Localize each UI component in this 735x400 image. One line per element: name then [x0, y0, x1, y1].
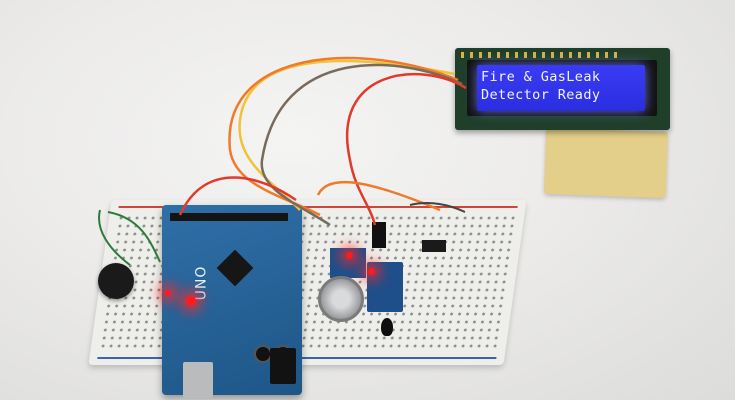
flame-sensor-led	[368, 268, 375, 275]
wire-gray	[260, 63, 463, 227]
usb-port	[183, 362, 213, 398]
lcd-line-1: Fire & GasLeak	[481, 69, 601, 85]
lcd-pin-header	[461, 52, 621, 58]
buzzer	[98, 263, 134, 299]
wire-red	[346, 72, 467, 226]
wire-red-short	[178, 176, 297, 216]
lcd-module: Fire & GasLeak Detector Ready	[455, 48, 670, 130]
wire-orange-short	[316, 180, 441, 212]
power-jack	[270, 348, 296, 384]
flame-sensor-diode	[381, 318, 393, 336]
pin-header	[372, 222, 386, 248]
wire-orange	[228, 56, 459, 217]
arduino-led	[165, 290, 171, 296]
temperature-sensor	[422, 240, 446, 252]
wire-black	[409, 202, 466, 213]
arduino-power-led	[186, 296, 196, 306]
gas-sensor-led	[346, 252, 353, 259]
lcd-screen: Fire & GasLeak Detector Ready	[477, 65, 645, 111]
lcd-line-2: Detector Ready	[481, 87, 601, 103]
wire-green	[98, 209, 131, 266]
arduino-header-pins	[170, 213, 288, 221]
gas-sensor	[318, 276, 364, 322]
wire-green	[107, 211, 161, 263]
